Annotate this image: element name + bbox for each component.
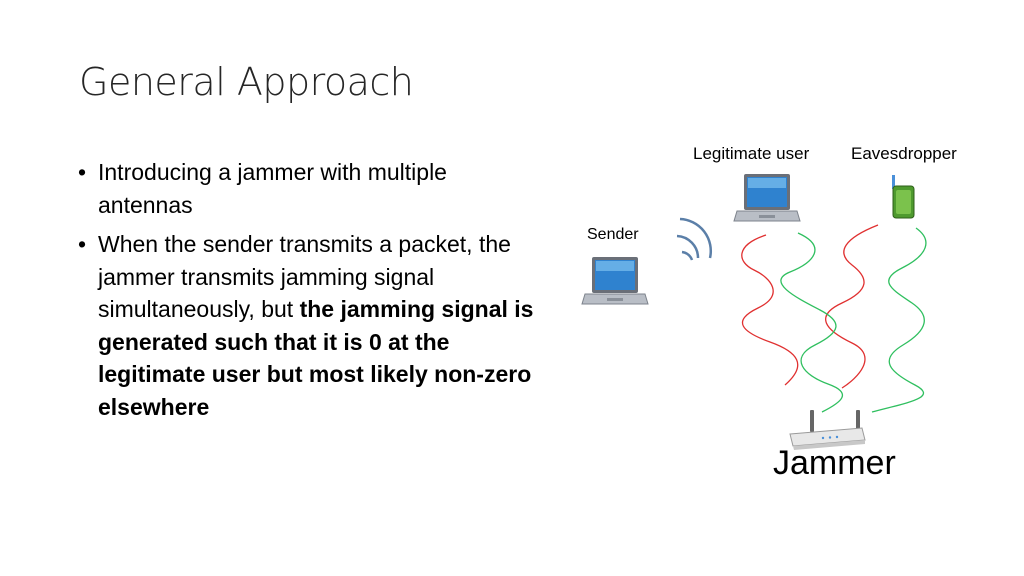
jammer-router-icon [789,410,866,450]
bullet-item: • When the sender transmits a packet, th… [76,228,546,423]
jamming-signal-wave-red [741,224,879,389]
bullet-marker: • [78,231,87,257]
bullet-list: • Introducing a jammer with multiple ant… [76,156,546,430]
bullet-text: Introducing a jammer with multiple anten… [98,159,447,218]
slide-title: General Approach [79,60,414,104]
wireless-signal-icon [676,217,712,261]
jammer-label: Jammer [773,444,896,482]
legitimate-signal-wave-green [780,227,927,413]
bullet-bold-text: the jamming signal is generated such tha… [98,296,534,420]
sender-label: Sender [587,226,639,243]
eavesdropper-phone-icon [892,175,915,219]
bullet-item: • Introducing a jammer with multiple ant… [76,156,546,221]
legitimate-user-label: Legitimate user [693,144,810,163]
sender-laptop-icon [581,257,649,305]
eavesdropper-label: Eavesdropper [851,144,957,163]
bullet-marker: • [78,159,87,185]
legitimate-user-laptop-icon [733,174,801,222]
bullet-text: When the sender transmits a packet, the … [98,231,511,322]
